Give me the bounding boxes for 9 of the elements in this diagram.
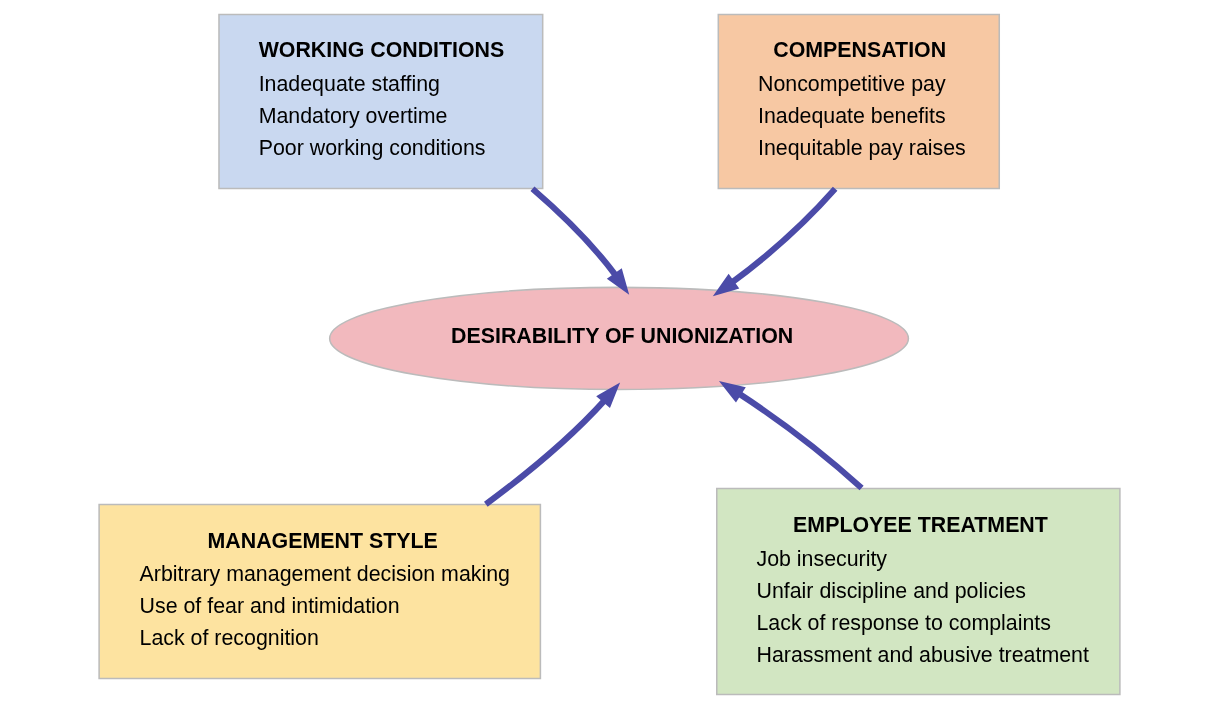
node-box: WORKING CONDITIONS Inadequate staffing Mandatory overtime Poor working conditions [217,13,543,190]
node-box: COMPENSATION Noncompetitive pay Inadequate benefits Inequitable pay raises [717,13,1000,190]
node-box: EMPLOYEE TREATMENT Job insecurity Unfair discipline and policies Lack of response to complaints Harassment and abusive treatment [715,487,1121,696]
arrow [483,382,620,507]
arrow [529,186,629,295]
arrow [712,186,837,297]
node-ellipse: DESIRABILITY OF UNIONIZATION [328,286,909,391]
arrow [718,380,864,491]
node-box: MANAGEMENT STYLE Arbitrary management decision making Use of fear and intimidation Lack of recognition [97,503,541,680]
